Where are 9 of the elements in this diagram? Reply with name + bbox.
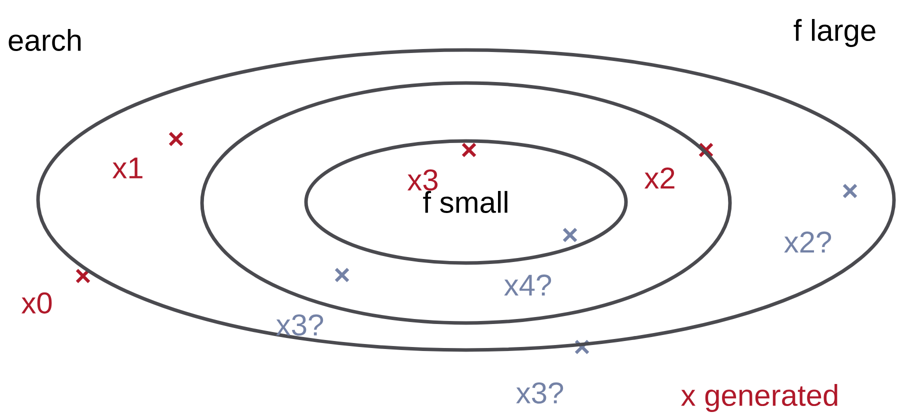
point-label: x generated: [681, 384, 838, 412]
point-label: x2?: [784, 232, 832, 252]
point-label: x0: [22, 292, 52, 314]
point-label: x3: [408, 169, 438, 191]
point-label: x3?: [516, 382, 564, 404]
point-label: x3?: [276, 314, 324, 336]
point-label: x1: [112, 158, 142, 178]
ring-label: f large: [794, 19, 876, 47]
heading-text: earch: [8, 28, 81, 51]
